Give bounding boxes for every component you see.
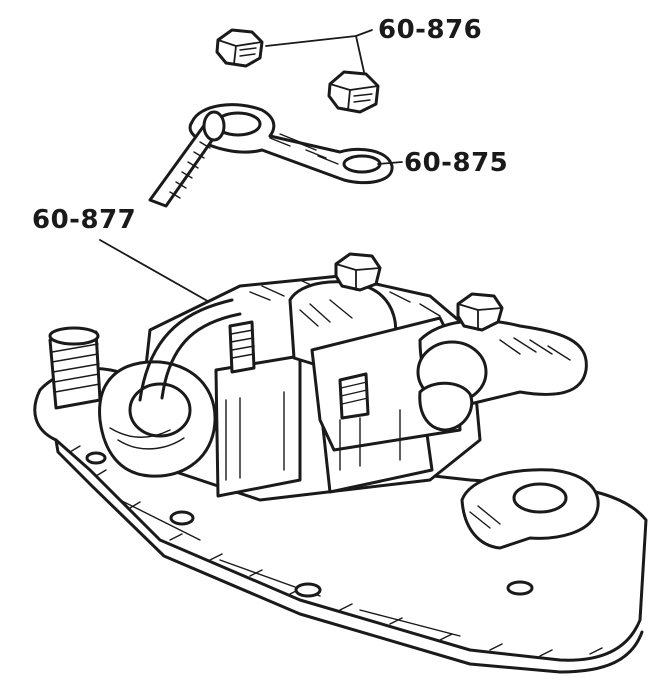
rocker-arm-part	[148, 103, 394, 208]
leader-line-60-875	[377, 161, 403, 165]
callout-60-876: 60-876	[378, 15, 483, 45]
callout-60-877: 60-877	[32, 205, 137, 235]
nut-top-left	[215, 28, 264, 68]
leader-line-60-876	[265, 29, 373, 73]
callout-60-875: 60-875	[404, 148, 509, 178]
left-stud	[48, 326, 102, 410]
housing	[98, 252, 588, 502]
nut-right	[327, 70, 380, 114]
